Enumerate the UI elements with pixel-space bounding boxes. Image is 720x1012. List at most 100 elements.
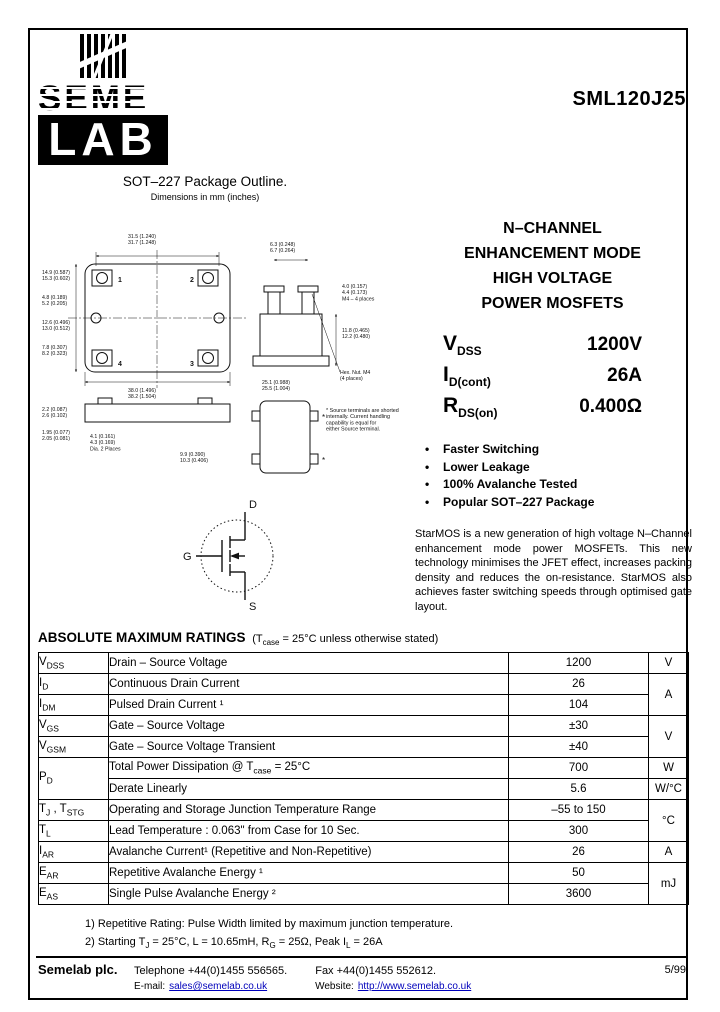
footer-links: E-mail: sales@semelab.co.uk Website: htt… bbox=[134, 981, 471, 992]
spec-symbol: VDSS bbox=[443, 332, 482, 359]
table-row: TJ , TSTG Operating and Storage Junction… bbox=[38, 799, 689, 842]
svg-text:9.9 (0.390)10.3 (0.406): 9.9 (0.390)10.3 (0.406) bbox=[180, 452, 208, 464]
package-outline-drawing: 1 2 4 3 * * 14.9 (0.587)15.3 (0.602)4.8 … bbox=[42, 234, 399, 474]
rating-description: Total Power Dissipation @ Tcase = 25°C bbox=[108, 757, 509, 779]
rating-value: 50 bbox=[508, 862, 649, 884]
footer-contact: Semelab plc. Telephone +44(0)1455 556565… bbox=[38, 962, 436, 977]
table-row: IAR Avalanche Current¹ (Repetitive and N… bbox=[38, 841, 689, 863]
table-row: EAR Repetitive Avalanche Energy ¹ 50 mJ bbox=[38, 862, 689, 905]
table-row: VGS Gate – Source Voltage ±30 V bbox=[38, 715, 689, 758]
footer-telephone: Telephone +44(0)1455 556565. bbox=[134, 965, 288, 977]
rating-symbol: VDSS bbox=[38, 652, 109, 674]
feature-item: •Lower Leakage bbox=[425, 459, 687, 477]
rating-unit: mJ bbox=[648, 862, 689, 905]
mosfet-symbol-drawing: D G S bbox=[183, 499, 274, 613]
rating-symbol: ID bbox=[38, 673, 109, 695]
rating-description: Derate Linearly bbox=[108, 778, 509, 800]
rating-description: Avalanche Current¹ (Repetitive and Non-R… bbox=[108, 841, 509, 863]
svg-text:12.6 (0.496)13.0 (0.512): 12.6 (0.496)13.0 (0.512) bbox=[42, 320, 70, 332]
table-row: PD Total Power Dissipation @ Tcase = 25°… bbox=[38, 757, 689, 800]
rating-description: Gate – Source Voltage bbox=[108, 715, 509, 737]
footnote-1: 1) Repetitive Rating: Pulse Width limite… bbox=[85, 918, 454, 930]
spec-rdson: RDS(on) 0.400Ω bbox=[443, 394, 642, 425]
svg-text:31.5 (1.240)31.7 (1.248): 31.5 (1.240)31.7 (1.248) bbox=[128, 234, 156, 246]
feature-item: •Faster Switching bbox=[425, 441, 687, 459]
rating-symbol: PD bbox=[38, 757, 109, 800]
spec-value: 1200V bbox=[587, 334, 642, 355]
outline-title: SOT–227 Package Outline. bbox=[122, 174, 288, 189]
spec-value: 26A bbox=[607, 365, 642, 386]
table-row: VGSM Gate – Source Voltage Transient ±40 bbox=[38, 736, 689, 758]
outline-subtitle: Dimensions in mm (inches) bbox=[150, 192, 260, 202]
footer-divider bbox=[36, 956, 686, 958]
ratings-heading: ABSOLUTE MAXIMUM RATINGS (Tcase = 25°C u… bbox=[38, 630, 688, 647]
source-label: S bbox=[249, 601, 256, 613]
table-row: TL Lead Temperature : 0.063" from Case f… bbox=[38, 820, 689, 842]
terminal-number-4: 4 bbox=[118, 361, 122, 368]
logo-text-lab: LAB bbox=[38, 115, 168, 166]
page-reference: 5/99 bbox=[664, 964, 686, 976]
website-link[interactable]: http://www.semelab.co.uk bbox=[357, 981, 472, 992]
rating-value: 1200 bbox=[508, 652, 649, 674]
rating-description: Repetitive Avalanche Energy ¹ bbox=[108, 862, 509, 884]
rating-symbol: IAR bbox=[38, 841, 109, 863]
rating-value: 26 bbox=[508, 841, 649, 863]
bullet-icon: • bbox=[425, 494, 430, 509]
table-row: IDM Pulsed Drain Current ¹ 104 bbox=[38, 694, 689, 716]
table-row: VDSS Drain – Source Voltage 1200 V bbox=[38, 652, 689, 674]
source-asterisk-1: * bbox=[322, 413, 325, 422]
rating-value: 5.6 bbox=[508, 778, 649, 800]
rating-unit: V bbox=[648, 715, 689, 758]
rating-unit: W/°C bbox=[648, 778, 689, 800]
svg-text:14.9 (0.587)15.3 (0.602): 14.9 (0.587)15.3 (0.602) bbox=[42, 270, 70, 282]
rating-description: Pulsed Drain Current ¹ bbox=[108, 694, 509, 716]
heading-line: ENHANCEMENT MODE bbox=[464, 245, 641, 262]
rating-value: 300 bbox=[508, 820, 649, 842]
device-type-heading: N–CHANNEL ENHANCEMENT MODE HIGH VOLTAGE … bbox=[415, 216, 690, 316]
svg-text:1.95 (0.077)2.05 (0.081): 1.95 (0.077)2.05 (0.081) bbox=[42, 430, 70, 442]
rating-symbol: EAS bbox=[38, 883, 109, 905]
feature-list: •Faster Switching •Lower Leakage •100% A… bbox=[425, 441, 687, 511]
svg-text:2.2 (0.087)2.6 (0.102): 2.2 (0.087)2.6 (0.102) bbox=[42, 407, 67, 419]
page-border bbox=[28, 28, 688, 1000]
svg-text:* Source terminals are shorted: * Source terminals are shortedinternally… bbox=[326, 408, 399, 433]
rating-symbol: EAR bbox=[38, 862, 109, 884]
rating-value: –55 to 150 bbox=[508, 799, 649, 821]
rating-description: Drain – Source Voltage bbox=[108, 652, 509, 674]
rating-description: Operating and Storage Junction Temperatu… bbox=[108, 799, 509, 821]
terminal-number-1: 1 bbox=[118, 277, 122, 284]
semelab-logo-icon bbox=[80, 34, 126, 78]
rating-unit: A bbox=[648, 841, 689, 863]
bullet-icon: • bbox=[425, 477, 430, 491]
footnote-2: 2) Starting TJ = 25°C, L = 10.65mH, RG =… bbox=[85, 936, 383, 951]
rating-value: 700 bbox=[508, 757, 649, 779]
semelab-logo: SEME LAB bbox=[38, 34, 168, 166]
table-row: Derate Linearly 5.6 W/°C bbox=[39, 778, 689, 800]
mosfet-body-arrow-icon bbox=[230, 552, 239, 560]
svg-text:11.8 (0.465)12.2 (0.480): 11.8 (0.465)12.2 (0.480) bbox=[342, 328, 370, 340]
terminal-number-3: 3 bbox=[190, 361, 194, 368]
terminal-number-2: 2 bbox=[190, 277, 194, 284]
rating-value: 104 bbox=[508, 694, 649, 716]
rating-description: Continuous Drain Current bbox=[108, 673, 509, 695]
rating-description: Single Pulse Avalanche Energy ² bbox=[108, 883, 509, 905]
rating-unit: W bbox=[648, 757, 689, 779]
part-number: SML120J25 bbox=[572, 88, 686, 110]
rating-unit: °C bbox=[648, 799, 689, 842]
logo-text-seme: SEME bbox=[38, 81, 168, 116]
table-row: ID Continuous Drain Current 26 A bbox=[38, 673, 689, 716]
ratings-title: ABSOLUTE MAXIMUM RATINGS bbox=[38, 630, 246, 645]
rating-description: Lead Temperature : 0.063" from Case for … bbox=[108, 820, 509, 842]
email-label: E-mail: bbox=[134, 981, 166, 992]
rating-symbol: TJ , TSTG bbox=[38, 799, 109, 821]
rating-value: ±30 bbox=[508, 715, 649, 737]
svg-text:38.0 (1.496)38.2 (1.504): 38.0 (1.496)38.2 (1.504) bbox=[128, 388, 156, 400]
rating-symbol: VGSM bbox=[38, 736, 109, 758]
spec-vdss: VDSS 1200V bbox=[443, 332, 642, 363]
svg-text:6.3 (0.248)6.7 (0.264): 6.3 (0.248)6.7 (0.264) bbox=[270, 242, 295, 254]
email-link[interactable]: sales@semelab.co.uk bbox=[169, 981, 268, 992]
rating-value: 3600 bbox=[508, 883, 649, 905]
rating-symbol: IDM bbox=[38, 694, 109, 716]
rating-unit: A bbox=[648, 673, 689, 716]
svg-text:4.8 (0.189)5.2 (0.205): 4.8 (0.189)5.2 (0.205) bbox=[42, 295, 67, 307]
